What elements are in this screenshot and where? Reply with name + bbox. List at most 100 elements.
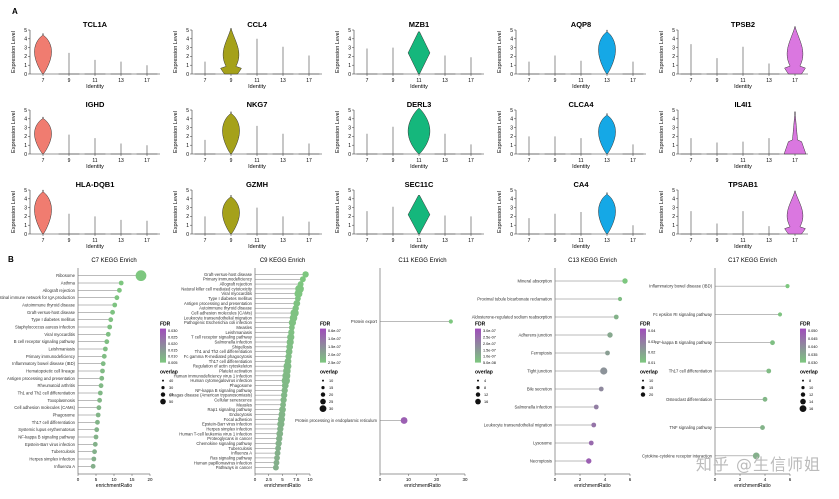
kegg-x-tick-label: 2 bbox=[579, 477, 582, 482]
kegg-term-label: Cellular senescence bbox=[214, 397, 252, 402]
y-tick-label: 3 bbox=[510, 205, 513, 211]
x-tick-label: 11 bbox=[578, 238, 583, 244]
kegg-term-label: Influenza A bbox=[54, 464, 75, 469]
x-axis-label: Identity bbox=[734, 84, 752, 90]
kegg-x-tick-label: 6 bbox=[629, 477, 632, 482]
overlap-tick-label: 14 bbox=[809, 400, 813, 404]
overlap-dot bbox=[641, 386, 645, 390]
fdr-tick-label: 0.040 bbox=[808, 345, 818, 349]
kegg-dot bbox=[95, 419, 100, 425]
kegg-dot bbox=[593, 404, 599, 410]
x-tick-label: 17 bbox=[468, 238, 474, 244]
overlap-tick-label: 10 bbox=[809, 386, 813, 390]
kegg-dot bbox=[288, 319, 297, 327]
y-axis-label: Expression Level bbox=[659, 191, 665, 233]
x-axis-label: Identity bbox=[734, 244, 752, 250]
kegg-dot bbox=[118, 280, 124, 286]
kegg-term-label: Hematopoietic cell lineage bbox=[26, 369, 76, 374]
violin-shape bbox=[784, 190, 806, 235]
x-tick-label: 17 bbox=[306, 238, 312, 244]
kegg-dot bbox=[114, 295, 120, 301]
gene-title: CA4 bbox=[573, 180, 589, 189]
kegg-term-label: Ferroptosis bbox=[531, 351, 552, 356]
x-tick-label: 11 bbox=[740, 78, 745, 84]
y-axis-label: Expression Level bbox=[173, 191, 179, 233]
overlap-dot bbox=[161, 386, 165, 390]
kegg-term-label: Type I diabetes mellitus bbox=[31, 317, 75, 322]
x-tick-label: 17 bbox=[306, 158, 312, 164]
kegg-x-tick-label: 6 bbox=[789, 477, 792, 482]
y-tick-label: 3 bbox=[186, 205, 189, 211]
y-tick-label: 1 bbox=[348, 223, 351, 229]
kegg-dot bbox=[752, 452, 760, 460]
kegg-term-label: Human T-cell leukemia virus 1 infection bbox=[179, 431, 252, 436]
x-axis-label: Identity bbox=[86, 164, 104, 170]
kegg-term-label: B cell receptor signaling pathway bbox=[14, 339, 76, 344]
kegg-term-label: Ribosome bbox=[56, 273, 76, 278]
kegg-dot bbox=[275, 440, 282, 447]
kegg-dot bbox=[277, 425, 284, 433]
y-tick-label: 3 bbox=[24, 125, 27, 131]
kegg-dot bbox=[97, 390, 103, 396]
overlap-dot bbox=[320, 392, 326, 397]
x-tick-label: 11 bbox=[92, 238, 97, 244]
overlap-dot bbox=[477, 379, 479, 382]
x-tick-label: 13 bbox=[118, 78, 124, 84]
y-tick-label: 5 bbox=[672, 28, 675, 34]
x-tick-label: 17 bbox=[468, 78, 474, 84]
x-tick-label: 13 bbox=[766, 158, 772, 164]
y-tick-label: 2 bbox=[348, 54, 351, 60]
kegg-term-label: Rheumatoid arthritis bbox=[38, 383, 75, 388]
overlap-tick-label: 40 bbox=[169, 393, 173, 397]
panel-label-b: B bbox=[8, 255, 14, 264]
kegg-term-label: Tuberculosis bbox=[51, 449, 75, 454]
kegg-term-label: Rap1 signaling pathway bbox=[208, 407, 253, 412]
overlap-dot bbox=[642, 379, 644, 382]
kegg-term-label: Cell adhesion molecules (CAMs) bbox=[14, 405, 75, 410]
y-tick-label: 4 bbox=[348, 197, 351, 203]
y-tick-label: 5 bbox=[186, 188, 189, 194]
overlap-legend-title: overlap bbox=[640, 370, 658, 376]
gene-title: TCL1A bbox=[83, 20, 108, 29]
kegg-term-label: Osteoclast differentiation bbox=[666, 397, 713, 402]
kegg-x-tick-label: 15 bbox=[129, 477, 135, 482]
kegg-dot bbox=[276, 435, 283, 442]
kegg-dot bbox=[766, 368, 772, 374]
x-tick-label: 17 bbox=[468, 158, 474, 164]
overlap-tick-label: 12 bbox=[484, 393, 488, 397]
kegg-term-label: Systemic lupus erythematosus bbox=[18, 427, 75, 432]
x-tick-label: 11 bbox=[254, 78, 259, 84]
overlap-tick-label: 4 bbox=[484, 379, 486, 383]
overlap-tick-label: 20 bbox=[649, 393, 653, 397]
violin-shape bbox=[783, 111, 807, 155]
kegg-term-label: Necroptosis bbox=[530, 459, 552, 464]
x-tick-label: 7 bbox=[690, 238, 693, 244]
overlap-tick-label: 30 bbox=[329, 407, 333, 411]
x-tick-label: 7 bbox=[690, 158, 693, 164]
kegg-title: C7 KEGG Enrich bbox=[91, 258, 136, 264]
kegg-term-label: Leishmaniasis bbox=[48, 347, 75, 352]
kegg-x-tick-label: 5 bbox=[281, 477, 284, 482]
y-tick-label: 3 bbox=[510, 45, 513, 51]
fdr-legend-title: FDR bbox=[640, 322, 651, 328]
y-tick-label: 5 bbox=[348, 188, 351, 194]
y-axis-label: Expression Level bbox=[335, 31, 341, 73]
x-axis-label: Identity bbox=[572, 84, 590, 90]
gene-title: MZB1 bbox=[409, 20, 429, 29]
kegg-term-label: Herpes simplex infection bbox=[29, 457, 75, 462]
kegg-x-tick-label: 0 bbox=[379, 477, 382, 482]
y-axis-label: Expression Level bbox=[11, 111, 17, 153]
violin-shape bbox=[784, 26, 806, 75]
fdr-tick-label: 0.030 bbox=[168, 329, 178, 333]
kegg-dot bbox=[108, 317, 114, 323]
kegg-term-label: Staphylococcus aureus infection bbox=[15, 325, 76, 330]
kegg-dot bbox=[100, 368, 105, 374]
kegg-term-label: Bile secretion bbox=[527, 387, 553, 392]
x-tick-label: 11 bbox=[254, 238, 259, 244]
overlap-dot bbox=[160, 392, 166, 397]
